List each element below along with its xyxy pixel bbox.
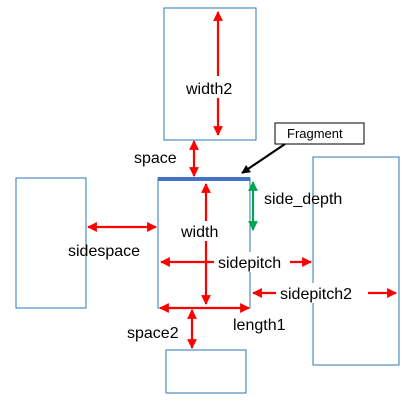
fragment-callout-box	[274, 122, 365, 145]
right-rect-sidepitch2	[312, 156, 400, 366]
width2-label: width2	[185, 81, 232, 98]
width-label-bg	[179, 221, 225, 241]
sidepitch2-label: sidepitch2	[280, 286, 352, 303]
length1-label: length1	[233, 317, 286, 334]
top-rect-width2	[163, 7, 257, 141]
center-rect	[157, 177, 251, 309]
sidepitch-label-bg	[214, 252, 290, 272]
sidepitch-label: sidepitch	[218, 255, 281, 272]
width2-label-bg	[184, 76, 242, 98]
space-label: space	[134, 150, 177, 167]
side-depth-label: side_depth	[264, 191, 342, 208]
left-rect-sidespace	[15, 177, 87, 309]
space2-label: space2	[127, 325, 179, 342]
fragment-pointer-arrow	[241, 143, 286, 174]
fragment-label: Fragment	[287, 126, 343, 141]
sidepitch2-label-bg	[276, 283, 368, 303]
bottom-rect-space2	[165, 349, 247, 394]
sidespace-label: sidespace	[68, 243, 140, 260]
width-label: width	[180, 224, 218, 241]
